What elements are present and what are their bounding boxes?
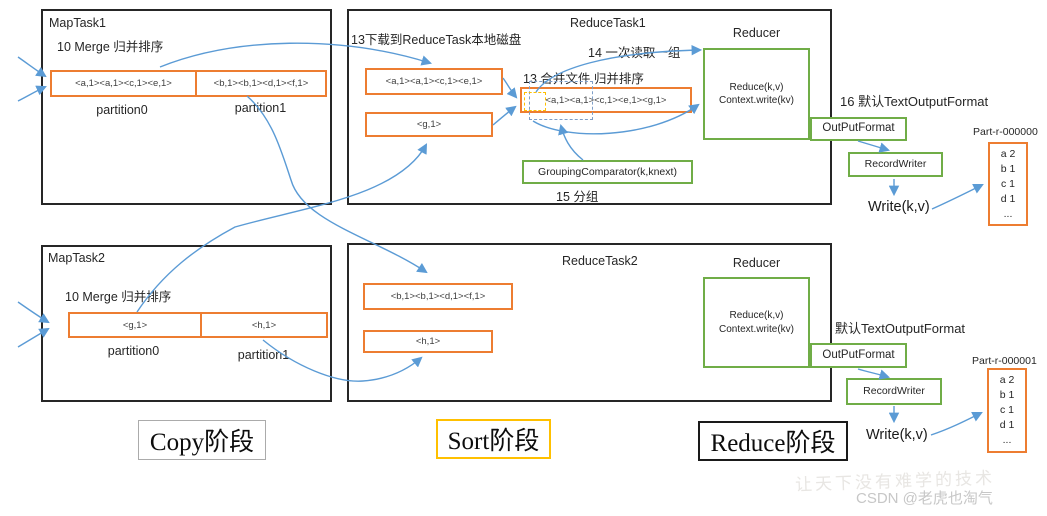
maptask1-partition-row: <a,1><a,1><c,1><e,1> <b,1><b,1><d,1><f,1… xyxy=(50,70,327,97)
output1-format-note: 16 默认TextOutputFormat xyxy=(840,94,989,109)
maptask2-partition1-label: partition1 xyxy=(237,348,290,362)
maptask1-partition1-data: <b,1><b,1><d,1><f,1> xyxy=(194,72,325,95)
maptask2-partition0-label: partition0 xyxy=(107,344,160,358)
reducer2-line1: Reduce(k,v) xyxy=(729,310,784,321)
reducetask2-title: ReduceTask2 xyxy=(562,254,638,268)
file-row: a 2 xyxy=(999,374,1015,386)
output2-outputformat-box: OutPutFormat xyxy=(810,343,907,368)
output1-recordwriter-box: RecordWriter xyxy=(848,152,943,177)
file-row: b 1 xyxy=(1000,162,1016,175)
file-row: ... xyxy=(1003,207,1013,220)
reducer2-line2: Context.write(kv) xyxy=(718,323,794,335)
reducetask1-download-note: 13下载到ReduceTask本地磁盘 xyxy=(351,33,522,47)
file-row: b 1 xyxy=(999,389,1015,401)
maptask2-partition-row: <g,1> <h,1> xyxy=(68,312,328,338)
maptask1-partition0-label: partition0 xyxy=(96,103,148,117)
reducer1-line1: Reduce(k,v) xyxy=(729,81,784,93)
reducer1-line2: Context.write(kv) xyxy=(718,95,794,106)
maptask1-title: MapTask1 xyxy=(49,16,106,30)
arrow-outputformat1-to-recordwriter1 xyxy=(857,140,891,153)
output2-part-label: Part-r-000001 xyxy=(972,355,1037,367)
reducetask1-title: ReduceTask1 xyxy=(570,16,646,30)
output1-outputformat-box: OutPutFormat xyxy=(810,117,907,141)
reducetask1-input2-box: <g,1> xyxy=(365,112,493,137)
file-row: ... xyxy=(1002,434,1012,446)
arrow-outputformat2-to-recordwriter2 xyxy=(857,368,891,380)
reducetask1-input1-box: <a,1><a,1><c,1><e,1> xyxy=(365,68,503,95)
maptask2-title: MapTask2 xyxy=(48,251,105,265)
stage-sort-label: Sort阶段 xyxy=(436,419,551,459)
maptask1-partition0-data: <a,1><a,1><c,1><e,1> xyxy=(75,78,172,89)
file-row: d 1 xyxy=(1000,192,1016,205)
reducetask1-read-note: 14 一次读取一组 xyxy=(588,46,681,60)
file-row: c 1 xyxy=(1000,177,1015,190)
reducetask2-input2-box: <h,1> xyxy=(363,330,493,353)
key-highlight-dashed-box xyxy=(524,92,546,111)
maptask2-merge-note: 10 Merge 归并排序 xyxy=(65,290,172,304)
output1-file-box: a 2 b 1 c 1 d 1 ... xyxy=(988,142,1028,226)
maptask2-partition1-data: <h,1> xyxy=(199,314,326,336)
arrow-write2-to-file2 xyxy=(930,412,983,436)
reducer2-title: Reducer xyxy=(732,256,781,270)
reducer1-title: Reducer xyxy=(732,26,781,40)
reducer2-box: Reduce(k,v) Context.write(kv) xyxy=(703,277,810,368)
output2-write-label: Write(k,v) xyxy=(866,427,928,443)
stage-copy-label: Copy阶段 xyxy=(138,420,266,460)
output1-write-label: Write(k,v) xyxy=(868,199,930,215)
output2-format-note: 默认TextOutputFormat xyxy=(835,321,966,336)
stage-reduce-label: Reduce阶段 xyxy=(698,421,848,461)
group-note: 15 分组 xyxy=(556,190,599,204)
maptask2-partition0-data: <g,1> xyxy=(122,319,148,331)
output2-file-box: a 2 b 1 c 1 d 1 ... xyxy=(987,368,1027,453)
output2-recordwriter-box: RecordWriter xyxy=(846,378,942,405)
reducetask2-input1-box: <b,1><b,1><d,1><f,1> xyxy=(363,283,513,310)
reducer1-box: Reduce(k,v) Context.write(kv) xyxy=(703,48,810,140)
maptask1-partition1-label: partition1 xyxy=(234,101,287,115)
grouping-comparator-box: GroupingComparator(k,knext) xyxy=(522,160,693,184)
output1-part-label: Part-r-000000 xyxy=(973,126,1038,138)
file-row: c 1 xyxy=(999,404,1014,416)
file-row: a 2 xyxy=(1000,147,1016,160)
arrow-write1-to-file1 xyxy=(931,184,984,210)
watermark-credit: CSDN @老虎也淘气 xyxy=(856,490,993,507)
file-row: d 1 xyxy=(999,419,1015,431)
maptask1-merge-note: 10 Merge 归并排序 xyxy=(57,40,164,54)
